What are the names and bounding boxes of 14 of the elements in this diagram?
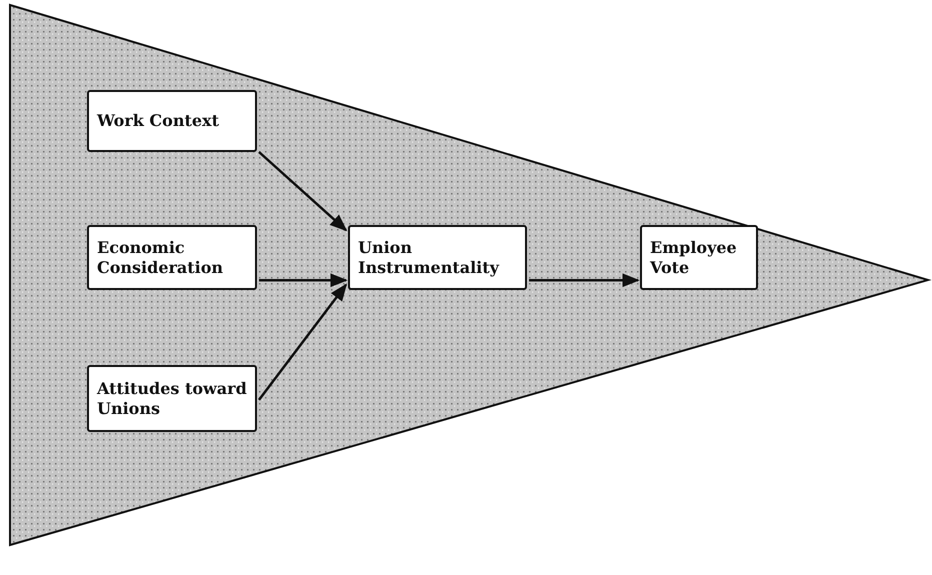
box-label: Work Context [97,111,219,131]
arrow [259,273,348,288]
box-label: Economic Consideration [97,238,224,277]
arrow [258,151,348,232]
box-label: Attitudes toward Unions [97,379,247,418]
process-box [87,90,257,152]
arrow [529,273,640,288]
arrow [258,283,348,401]
box-label: Employee Vote [650,238,738,277]
process-box [348,225,527,290]
process-box [87,225,257,290]
process-box [87,365,257,432]
process-box [640,225,758,290]
box-label: Union Instrumentality [358,238,500,277]
